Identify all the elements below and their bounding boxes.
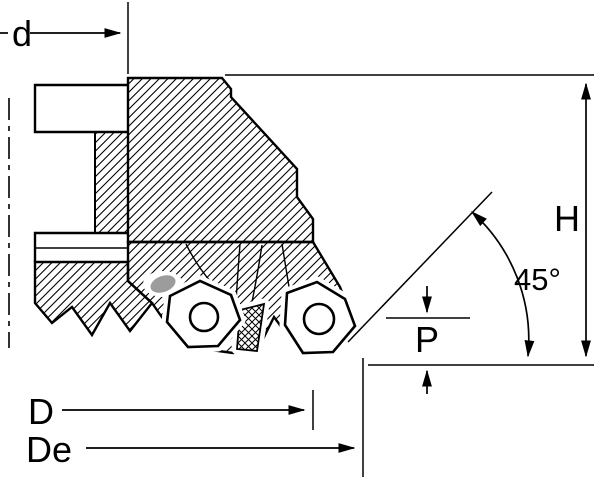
insert-left-screw-hole <box>188 301 220 333</box>
d-label: d <box>12 13 32 54</box>
H-label: H <box>554 198 580 239</box>
De-label: De <box>26 429 72 470</box>
dim-H: H <box>554 82 591 358</box>
flange-top-block <box>33 83 128 134</box>
P-label: P <box>415 319 439 360</box>
dim-angle: 45° <box>470 211 561 358</box>
reference-lines <box>127 2 594 477</box>
cutting-edge-extension <box>347 191 493 343</box>
D-label: D <box>28 391 54 432</box>
oval-detail <box>150 275 176 293</box>
upper-body-section <box>126 76 315 244</box>
angle-label: 45° <box>514 262 561 297</box>
pocket-wall-line <box>251 244 263 303</box>
angle-arc <box>470 211 535 358</box>
cutter-body <box>8 76 361 359</box>
hub-strip-section <box>94 131 129 234</box>
flange-step-outline <box>33 231 128 262</box>
dim-D: D <box>28 391 306 432</box>
dim-d: d <box>0 13 122 54</box>
dim-De: De <box>26 429 356 470</box>
dim-P: P <box>415 286 439 394</box>
insert-right-screw-hole <box>302 302 336 336</box>
